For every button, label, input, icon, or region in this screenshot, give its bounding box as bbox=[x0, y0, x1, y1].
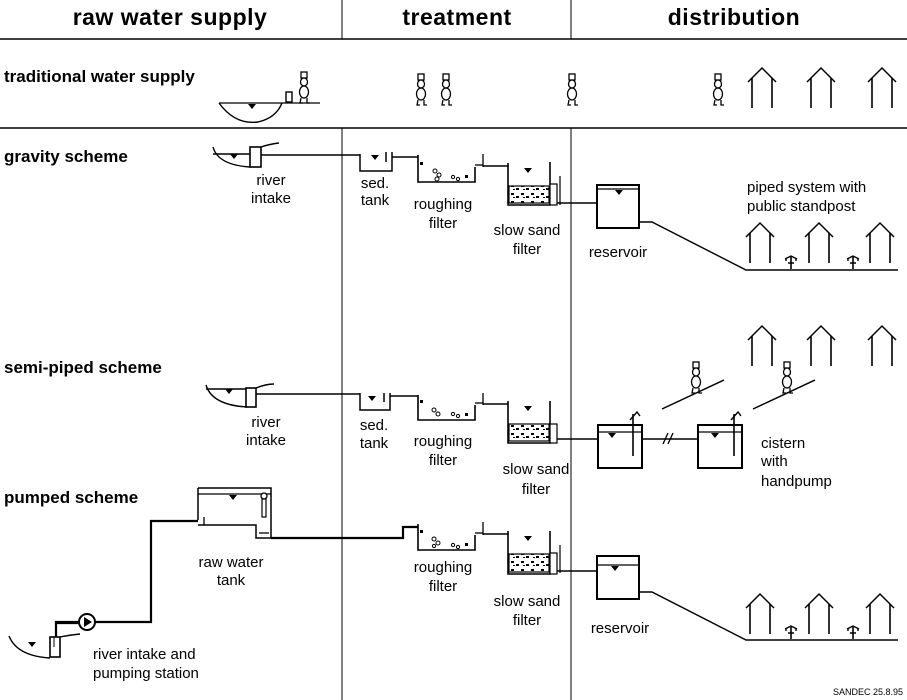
gravity-sed-tank bbox=[359, 152, 393, 172]
house-icon bbox=[806, 325, 836, 367]
distribution-pipe bbox=[639, 221, 898, 271]
house-icon bbox=[747, 67, 777, 109]
label-tank: tank bbox=[361, 192, 390, 209]
gravity-roughing-filter bbox=[417, 154, 484, 183]
label-sed: sed. bbox=[360, 417, 388, 434]
label-slow-sand: slow sand bbox=[494, 593, 561, 610]
pumped-roughing-filter bbox=[417, 522, 484, 551]
pumped-river-intake bbox=[8, 633, 81, 659]
house-icon bbox=[865, 222, 895, 264]
person-icon bbox=[440, 73, 453, 106]
person-icon bbox=[298, 71, 311, 104]
person-icon bbox=[566, 73, 579, 106]
gravity-slow-sand-filter bbox=[507, 162, 561, 206]
standpost-icon bbox=[846, 255, 860, 270]
label-public-standpost: public standpost bbox=[747, 198, 856, 215]
row-title-pumped: pumped scheme bbox=[4, 488, 138, 507]
label-tank: tank bbox=[360, 435, 389, 452]
house-icon bbox=[867, 325, 897, 367]
pumped-reservoir bbox=[596, 555, 640, 600]
label-intake: intake bbox=[246, 432, 286, 449]
label-raw-water: raw water bbox=[198, 554, 263, 571]
label-roughing: roughing bbox=[414, 196, 472, 213]
standpost-icon bbox=[784, 255, 798, 270]
person-icon bbox=[712, 73, 725, 106]
gravity-reservoir bbox=[596, 184, 640, 229]
label-river-intake-and: river intake and bbox=[93, 646, 196, 663]
label-with: with bbox=[760, 453, 788, 470]
label-filter: filter bbox=[513, 612, 541, 629]
house-icon bbox=[745, 222, 775, 264]
label-roughing: roughing bbox=[414, 559, 472, 576]
water-pot-icon bbox=[285, 91, 293, 103]
person-icon bbox=[415, 73, 428, 106]
house-icon bbox=[806, 67, 836, 109]
cistern-1 bbox=[597, 410, 643, 469]
cistern-2 bbox=[697, 410, 743, 469]
person-icon bbox=[690, 361, 703, 394]
label-reservoir: reservoir bbox=[591, 620, 649, 637]
main-pipe bbox=[271, 525, 418, 540]
label-tank: tank bbox=[217, 572, 246, 589]
label-river: river bbox=[251, 414, 280, 431]
standpost-icon bbox=[846, 625, 860, 640]
gravity-river-intake bbox=[212, 142, 280, 168]
semi-piped-slow-sand-filter bbox=[507, 401, 558, 444]
semi-piped-river-intake bbox=[205, 383, 275, 408]
column-header-treatment: treatment bbox=[402, 4, 511, 30]
column-header-distribution: distribution bbox=[668, 4, 800, 30]
label-filter: filter bbox=[522, 481, 550, 498]
label-filter: filter bbox=[429, 215, 457, 232]
row-title-gravity: gravity scheme bbox=[4, 147, 128, 166]
label-pumping-station: pumping station bbox=[93, 665, 199, 682]
label-river: river bbox=[256, 172, 285, 189]
label-roughing: roughing bbox=[414, 433, 472, 450]
house-icon bbox=[867, 67, 897, 109]
house-icon bbox=[747, 325, 777, 367]
semi-piped-roughing-filter bbox=[417, 393, 484, 421]
row-title-semi-piped: semi-piped scheme bbox=[4, 358, 162, 377]
label-filter: filter bbox=[429, 578, 457, 595]
semi-piped-sed-tank bbox=[359, 393, 391, 411]
pumped-slow-sand-filter bbox=[507, 531, 561, 575]
label-sed: sed. bbox=[361, 175, 389, 192]
house-icon bbox=[804, 593, 834, 635]
distribution-pipe bbox=[639, 591, 898, 641]
label-slow-sand: slow sand bbox=[494, 222, 561, 239]
label-cistern: cistern bbox=[761, 435, 805, 452]
label-slow-sand: slow sand bbox=[503, 461, 570, 478]
house-icon bbox=[804, 222, 834, 264]
label-filter: filter bbox=[429, 452, 457, 469]
house-icon bbox=[865, 593, 895, 635]
pump-inlet-pipe bbox=[54, 620, 78, 638]
label-intake: intake bbox=[251, 190, 291, 207]
footer-credit: SANDEC 25.8.95 bbox=[833, 687, 903, 697]
path-slope bbox=[752, 379, 816, 410]
path-slope bbox=[661, 379, 725, 410]
label-filter: filter bbox=[513, 241, 541, 258]
label-handpump: handpump bbox=[761, 473, 832, 490]
label-piped-system: piped system with bbox=[747, 179, 866, 196]
raw-water-tank bbox=[197, 487, 272, 539]
label-reservoir: reservoir bbox=[589, 244, 647, 261]
person-icon bbox=[781, 361, 794, 394]
row-title-traditional: traditional water supply bbox=[4, 67, 195, 86]
standpost-icon bbox=[784, 625, 798, 640]
traditional-pond bbox=[218, 91, 320, 124]
house-icon bbox=[745, 593, 775, 635]
rising-main-pipe bbox=[95, 519, 198, 624]
column-header-raw-water-supply: raw water supply bbox=[73, 4, 268, 30]
